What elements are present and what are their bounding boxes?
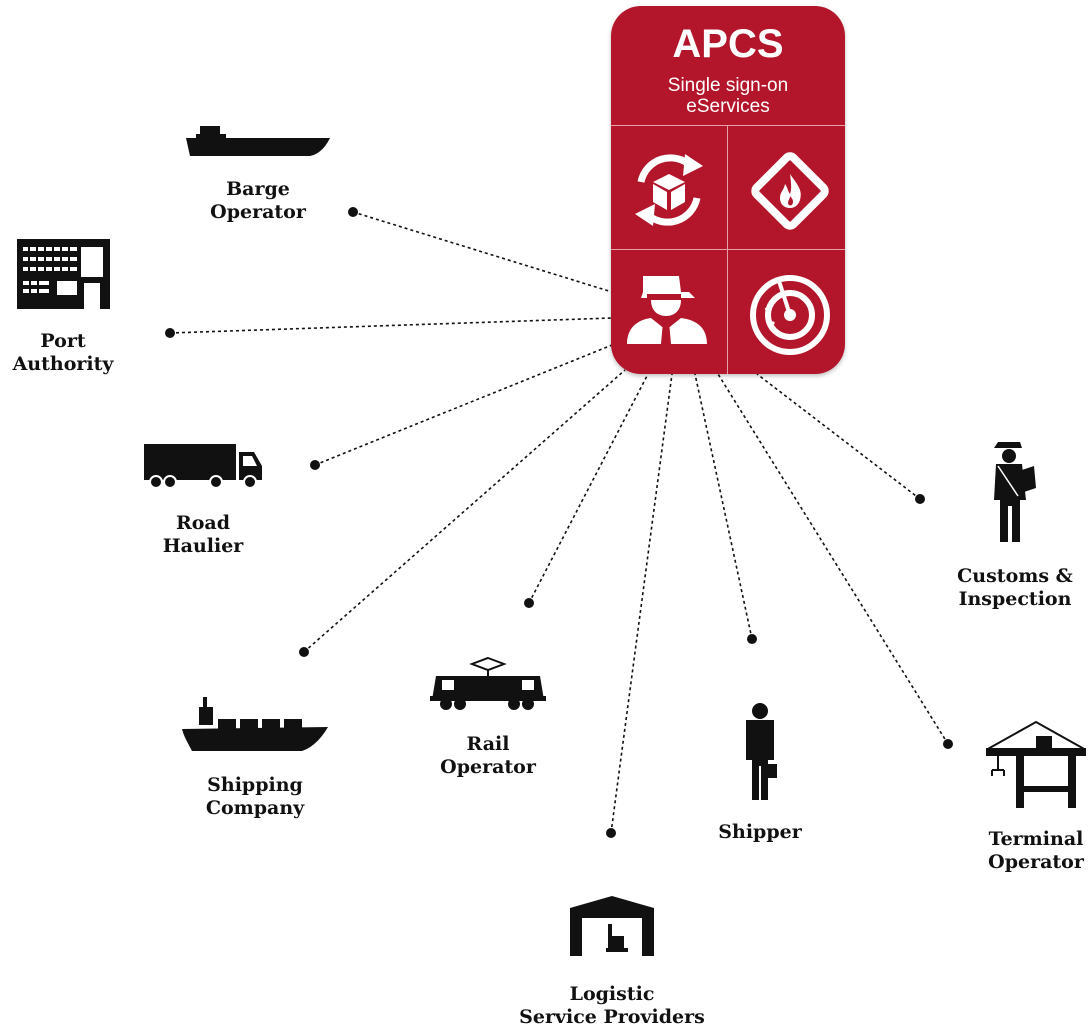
radar-icon[interactable] [748,273,832,357]
customs-person-icon [994,442,1036,542]
connector-dot-shipping [299,647,309,657]
node-label-line1: Logistic [569,983,655,1005]
connector-rail [528,373,649,604]
connector-dot-barge [348,207,358,217]
hub-divider [611,249,845,250]
container-ship-icon [182,697,328,751]
connector-terminal [717,373,949,745]
node-label-line1: Rail [466,733,510,755]
node-label-line1: Barge [226,178,290,200]
connector-dot-terminal [943,739,953,749]
connector-barge [352,211,613,293]
node-label-line2: Inspection [958,588,1072,610]
connector-dot-port [165,328,175,338]
node-label-barge[interactable]: Barge Operator [210,178,306,224]
shipper-person-icon [746,703,777,800]
truck-icon [144,444,262,489]
node-label-shipper[interactable]: Shipper [718,821,801,844]
node-label-rail[interactable]: Rail Operator [440,733,536,779]
apcs-hub[interactable]: APCS Single sign-on eServices [611,6,845,374]
node-label-line1: Road [175,512,231,534]
node-label-line1: Terminal [988,828,1084,850]
hub-title: APCS [672,22,784,66]
hub-divider [727,125,728,374]
node-label-line1: Customs & [957,565,1073,587]
node-label-line2: Service Providers [519,1006,705,1028]
connector-port [169,317,613,334]
connector-customs [756,373,921,500]
cargo-cycle-icon[interactable] [625,146,713,234]
node-label-customs[interactable]: Customs & Inspection [957,565,1073,611]
hub-subtitle-line1: Single sign-on [667,75,789,96]
warehouse-icon [570,896,654,956]
hazard-fire-icon[interactable] [745,146,835,236]
hub-subtitle-line2: eServices [686,96,770,117]
connector-road [314,344,613,466]
barge-icon [186,126,330,156]
connector-dot-logistic [606,828,616,838]
train-icon [430,656,546,710]
node-label-line2: Company [205,797,305,819]
node-label-shipping[interactable]: Shipping Company [206,774,304,820]
connector-dot-customs [915,494,925,504]
port-building-icon [17,239,110,309]
node-label-line2: Operator [440,756,536,778]
connector-dot-rail [524,598,534,608]
node-label-line2: Authority [12,353,114,375]
connector-shipping [303,369,626,653]
customs-officer-icon[interactable] [623,272,717,344]
node-label-port[interactable]: Port Authority [13,330,114,376]
hub-divider [611,125,845,126]
connector-shipper [694,373,753,640]
node-label-road[interactable]: Road Haulier [163,512,244,558]
node-label-line1: Port [40,330,86,352]
node-label-line2: Operator [210,201,306,223]
node-label-line2: Haulier [162,535,244,557]
connector-dot-road [310,460,320,470]
connector-dot-shipper [747,634,757,644]
node-label-logistic[interactable]: Logistic Service Providers [519,983,705,1029]
crane-icon [986,720,1086,808]
node-label-line2: Operator [988,851,1084,873]
node-label-line1: Shipping [207,774,303,796]
node-label-terminal[interactable]: Terminal Operator [988,828,1084,874]
connector-logistic [610,373,673,834]
node-label-line1: Shipper [718,821,802,843]
